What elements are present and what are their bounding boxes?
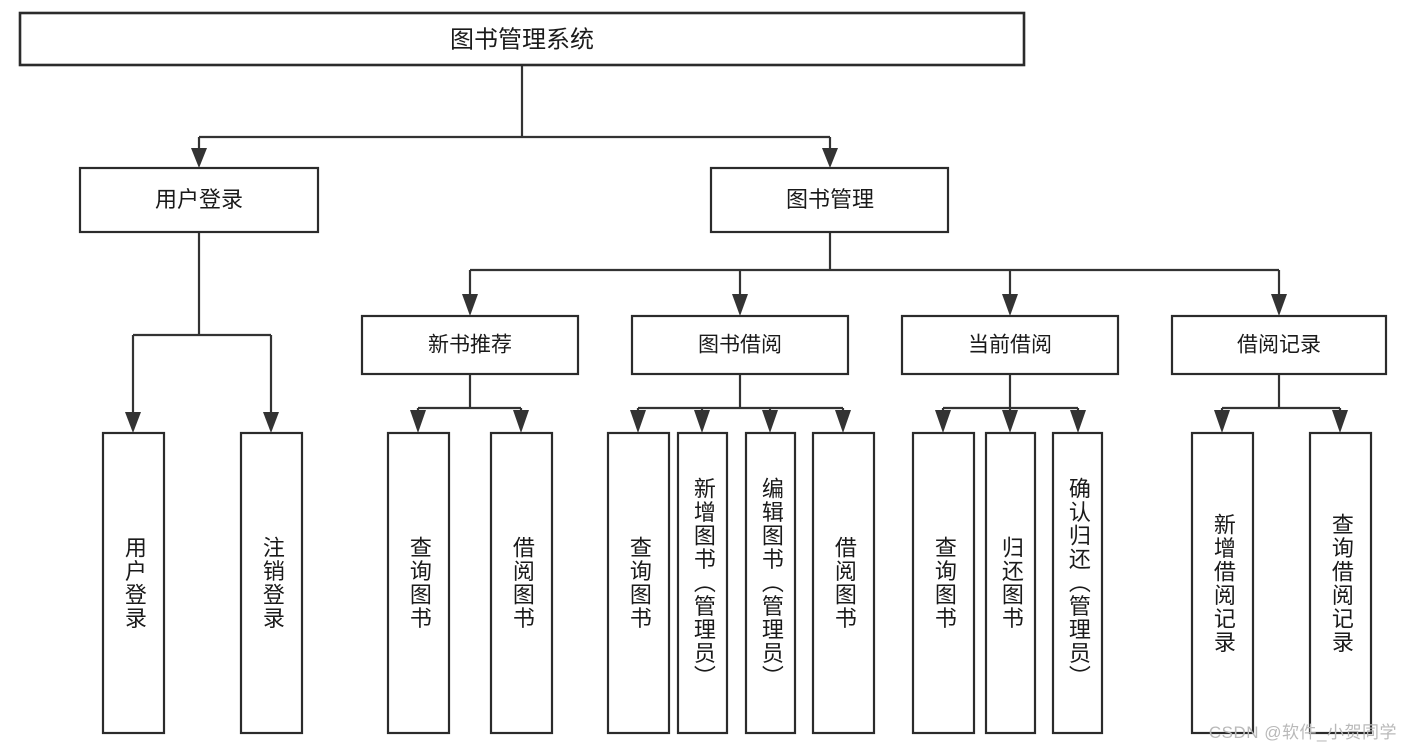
csdn-watermark: CSDN @软件_小贺同学 xyxy=(1208,723,1397,742)
node-label-user-login: 用户登录 xyxy=(155,187,243,212)
node-label-borrow-record: 借阅记录 xyxy=(1237,334,1321,357)
node-box-leaf-add-record[interactable] xyxy=(1190,431,1255,735)
node-box-leaf-add-book[interactable] xyxy=(676,431,729,735)
arrow-head-leaf-query-book-3 xyxy=(935,410,951,433)
node-box-leaf-edit-book[interactable] xyxy=(744,431,797,735)
node-box-leaf-borrow-book-1[interactable] xyxy=(489,431,554,735)
arrow-head-book-manage xyxy=(822,148,838,168)
arrow-head-leaf-user-login xyxy=(125,412,141,433)
node-box-new-book-rec[interactable] xyxy=(360,314,580,376)
connector-group-new-book-rec xyxy=(410,374,529,433)
node-label-book-borrow: 图书借阅 xyxy=(698,334,782,357)
node-box-leaf-borrow-book-2[interactable] xyxy=(811,431,876,735)
arrow-head-leaf-query-book-1 xyxy=(410,410,426,433)
connector-group-root xyxy=(191,65,838,168)
node-box-book-borrow[interactable] xyxy=(630,314,850,376)
connector-group-current-borrow xyxy=(935,374,1086,433)
arrow-head-leaf-logout xyxy=(263,412,279,433)
arrow-head-leaf-borrow-book-1 xyxy=(513,410,529,433)
arrow-head-leaf-query-book-2 xyxy=(630,410,646,433)
node-box-leaf-query-book-2[interactable] xyxy=(606,431,671,735)
node-label-root: 图书管理系统 xyxy=(450,26,594,53)
node-box-borrow-record[interactable] xyxy=(1170,314,1388,376)
node-box-user-login[interactable] xyxy=(78,166,320,234)
arrow-head-leaf-borrow-book-2 xyxy=(835,410,851,433)
connector-group-book-borrow xyxy=(630,374,851,433)
arrow-head-new-book-rec xyxy=(462,294,478,316)
arrow-head-user-login xyxy=(191,148,207,168)
connector-group-user-login xyxy=(125,232,279,433)
connector-group-borrow-record xyxy=(1214,374,1348,433)
node-box-leaf-query-book-3[interactable] xyxy=(911,431,976,735)
arrow-head-borrow-record xyxy=(1271,294,1287,316)
arrow-head-book-borrow xyxy=(732,294,748,316)
node-box-root[interactable] xyxy=(18,11,1026,67)
arrow-head-leaf-edit-book xyxy=(762,410,778,433)
node-box-leaf-confirm-return[interactable] xyxy=(1051,431,1104,735)
node-box-leaf-user-login[interactable] xyxy=(101,431,166,735)
arrow-head-leaf-query-record xyxy=(1332,410,1348,433)
node-box-current-borrow[interactable] xyxy=(900,314,1120,376)
node-label-book-manage: 图书管理 xyxy=(786,187,874,212)
node-label-current-borrow: 当前借阅 xyxy=(968,334,1052,357)
node-box-leaf-logout[interactable] xyxy=(239,431,304,735)
node-box-leaf-query-book-1[interactable] xyxy=(386,431,451,735)
arrow-head-leaf-return-book xyxy=(1002,410,1018,433)
arrow-head-leaf-add-record xyxy=(1214,410,1230,433)
arrow-head-current-borrow xyxy=(1002,294,1018,316)
connector-group-book-manage xyxy=(462,232,1287,316)
arrow-head-leaf-add-book xyxy=(694,410,710,433)
node-box-leaf-query-record[interactable] xyxy=(1308,431,1373,735)
node-box-book-manage[interactable] xyxy=(709,166,950,234)
node-label-new-book-rec: 新书推荐 xyxy=(428,334,512,357)
arrow-head-leaf-confirm-return xyxy=(1070,410,1086,433)
node-box-leaf-return-book[interactable] xyxy=(984,431,1037,735)
